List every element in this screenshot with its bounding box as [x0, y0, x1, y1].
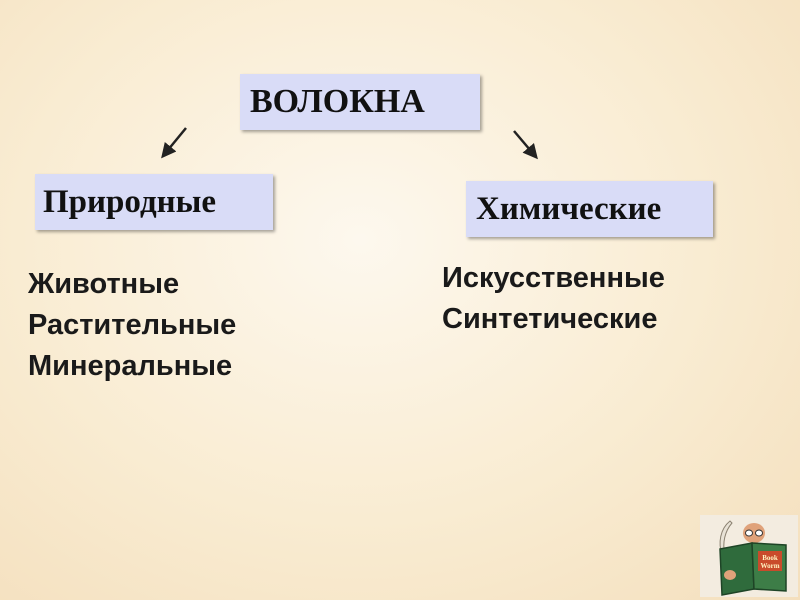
node-natural: Природные	[35, 174, 273, 230]
arrow-to-chemical	[513, 130, 538, 160]
natural-fibers-list: Животные Растительные Минеральные	[28, 264, 236, 387]
logo-text-worm: Worm	[760, 562, 779, 570]
list-item: Растительные	[28, 309, 237, 341]
list-item: Синтетические	[442, 303, 658, 335]
list-item: Животные	[28, 268, 180, 300]
root-node-label: ВОЛОКНА	[250, 83, 425, 120]
node-chemical-label: Химические	[476, 190, 662, 227]
list-item: Искусственные	[442, 262, 665, 294]
node-chemical: Химические	[466, 181, 713, 237]
book-worm-logo: Book Worm	[700, 515, 798, 597]
node-natural-label: Природные	[43, 183, 217, 220]
root-node-volokna: ВОЛОКНА	[240, 74, 480, 130]
list-item: Минеральные	[28, 350, 233, 382]
chemical-fibers-list: Искусственные Синтетические	[442, 258, 665, 340]
logo-text-book: Book	[762, 554, 778, 562]
arrow-to-natural	[161, 127, 187, 159]
